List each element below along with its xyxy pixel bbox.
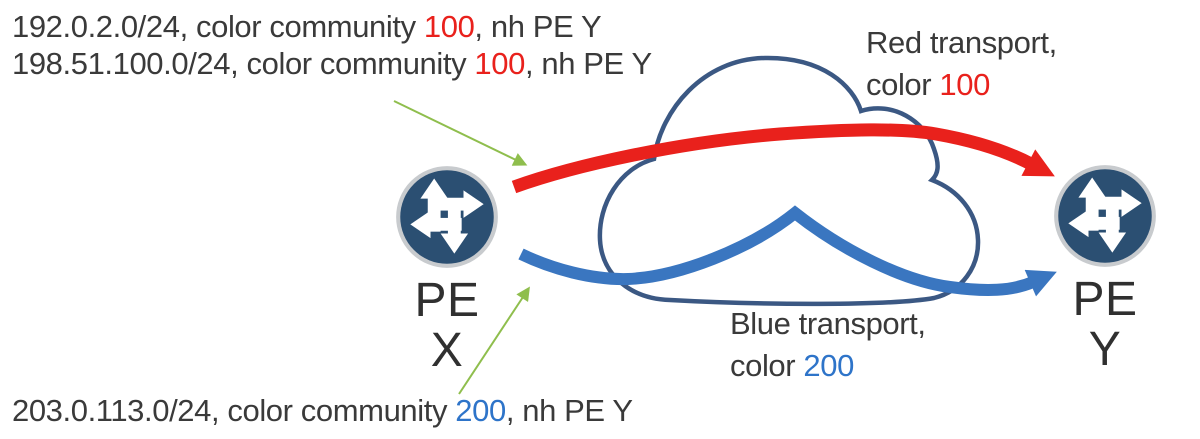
transport-color-value: 200 xyxy=(803,348,854,383)
red-transport-path xyxy=(511,123,1055,194)
transport-color-value: 100 xyxy=(939,67,990,102)
route-advertisement-blue: 203.0.113.0/24, color community 200, nh … xyxy=(12,392,633,429)
blue-transport-path xyxy=(518,205,1057,297)
red-transport-label: Red transport, color 100 xyxy=(866,22,1057,106)
blue-transport-line2: color 200 xyxy=(730,345,926,387)
red-transport-line1: Red transport, xyxy=(866,25,1057,60)
route-line-2: 198.51.100.0/24, color community 100, nh… xyxy=(12,45,652,82)
router-pe-y-icon xyxy=(1050,161,1160,271)
network-cloud xyxy=(597,55,981,307)
router-pe-x: PE X xyxy=(392,162,502,376)
route-advertisements-red: 192.0.2.0/24, color community 100, nh PE… xyxy=(12,8,652,82)
blue-transport-line1: Blue transport, xyxy=(730,306,926,341)
color-community-value: 100 xyxy=(474,46,525,81)
route-prefix: 198.51.100.0/24, color community xyxy=(12,46,475,81)
blue-transport-label: Blue transport, color 200 xyxy=(730,303,926,387)
color-community-value: 200 xyxy=(455,393,506,428)
router-pe-y-label: PE Y xyxy=(1072,273,1138,376)
transport-color-word: color xyxy=(866,67,940,102)
red-transport-line2: color 100 xyxy=(866,64,1057,106)
route-prefix: 192.0.2.0/24, color community xyxy=(12,9,424,44)
router-pe-x-label: PE X xyxy=(414,274,480,377)
route-suffix: , nh PE Y xyxy=(524,46,652,81)
color-community-value: 100 xyxy=(423,9,475,44)
annotation-arrow-bottom xyxy=(458,286,530,395)
route-prefix: 203.0.113.0/24, color community xyxy=(12,393,456,428)
route-suffix: , nh PE Y xyxy=(474,9,602,44)
router-pe-x-icon xyxy=(392,162,502,272)
router-pe-y: PE Y xyxy=(1050,161,1160,375)
route-suffix: , nh PE Y xyxy=(505,393,633,428)
annotation-arrow-top xyxy=(393,100,528,166)
route-line-1: 192.0.2.0/24, color community 100, nh PE… xyxy=(12,8,652,45)
transport-color-word: color xyxy=(730,348,804,383)
